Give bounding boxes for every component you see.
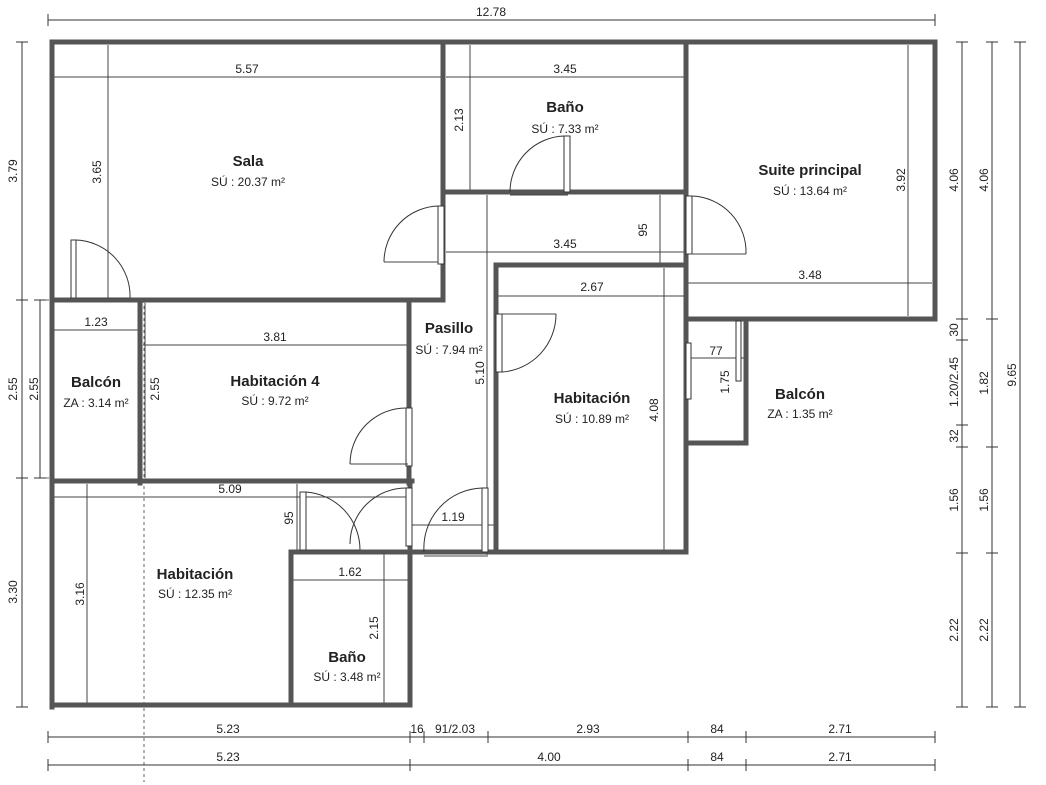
dim-bottom2-d: 2.71 <box>828 750 852 764</box>
room-area-pasillo: SÚ : 7.94 m² <box>415 342 482 357</box>
dim-top-total: 12.78 <box>476 5 506 19</box>
dim-pasillo-95-top: 95 <box>636 223 650 237</box>
dim-bottom1-b: 16 <box>410 722 424 736</box>
dim-right-a-30: 30 <box>947 323 961 337</box>
room-area-habitacion-center: SÚ : 10.89 m² <box>555 411 629 426</box>
dim-left-top: 3.79 <box>6 159 20 183</box>
room-area-balcon-right: ZA : 1.35 m² <box>767 407 832 421</box>
room-area-bano-top: SÚ : 7.33 m² <box>531 121 598 136</box>
dim-right-b-156: 1.56 <box>977 488 991 512</box>
dim-suite-height: 3.92 <box>894 168 908 192</box>
room-area-bano-bottom: SÚ : 3.48 m² <box>313 669 380 684</box>
room-name-bano-top: Baño <box>546 99 584 116</box>
dim-pasillo-top-width: 3.45 <box>553 237 577 251</box>
room-name-habitacion-bottom: Habitación <box>157 566 234 583</box>
dim-bottom2-c: 84 <box>710 750 724 764</box>
dim-bottom1-c: 91/2.03 <box>435 722 475 736</box>
dim-pasillo-door-width: 1.19 <box>441 510 465 524</box>
room-labels: Sala SÚ : 20.37 m² Baño SÚ : 7.33 m² Sui… <box>63 99 861 684</box>
room-name-balcon-right: Balcón <box>775 386 825 403</box>
room-name-habitacion-center: Habitación <box>554 390 631 407</box>
dim-balcon-left-height: 2.55 <box>27 377 41 401</box>
dim-hab4-height: 2.55 <box>148 377 162 401</box>
dim-right-c-total: 9.65 <box>1005 363 1019 387</box>
door-sala-balcony <box>70 239 77 299</box>
dim-suite-width: 3.48 <box>798 268 822 282</box>
external-dimension-lines <box>16 14 1026 771</box>
dim-bottom2-a: 5.23 <box>216 750 240 764</box>
dim-sala-width: 5.57 <box>235 62 259 76</box>
dim-right-b-top: 4.06 <box>977 168 991 192</box>
dim-pasillo-95-bottom: 95 <box>282 511 296 525</box>
dim-bottom1-f: 2.71 <box>828 722 852 736</box>
door-sala-pasillo <box>437 205 445 265</box>
door-bano-bottom <box>405 487 413 547</box>
interior-dimension-lines <box>52 45 932 705</box>
dim-right-a-156: 1.56 <box>947 488 961 512</box>
dim-hab-center-width: 2.67 <box>580 280 604 294</box>
room-area-habitacion-4: SÚ : 9.72 m² <box>241 393 308 408</box>
room-area-habitacion-bottom: SÚ : 12.35 m² <box>158 586 232 601</box>
dim-left-bottom: 3.30 <box>6 580 20 604</box>
dim-right-a-222: 2.22 <box>947 618 961 642</box>
dim-right-b-182: 1.82 <box>977 371 991 395</box>
dim-hab4-width: 3.81 <box>263 330 287 344</box>
dim-hab-bottom-height: 3.16 <box>73 582 87 606</box>
room-name-bano-bottom: Baño <box>328 649 366 666</box>
dim-right-a-32: 32 <box>947 429 961 443</box>
window-balcon-right-inner <box>735 320 742 382</box>
room-area-sala: SÚ : 20.37 m² <box>211 174 285 189</box>
dim-bottom1-e: 84 <box>710 722 724 736</box>
dim-bottom2-b: 4.00 <box>537 750 561 764</box>
room-name-sala: Sala <box>233 153 265 170</box>
room-name-balcon-left: Balcón <box>71 374 121 391</box>
dim-bano-bottom-height: 2.15 <box>367 616 381 640</box>
door-habitacion-center <box>495 313 503 373</box>
dim-bottom1-a: 5.23 <box>216 722 240 736</box>
dim-bottom1-d: 2.93 <box>576 722 600 736</box>
dim-bano-top-width: 3.45 <box>553 62 577 76</box>
dim-right-a-245: 1.20/2.45 <box>947 357 961 407</box>
dim-hab-bottom-width: 5.09 <box>218 482 242 496</box>
walls <box>49 39 938 710</box>
room-name-suite: Suite principal <box>758 162 861 179</box>
door-habitacion-4 <box>405 407 413 467</box>
door-pasillo-bottom <box>481 487 489 553</box>
dimension-labels: 12.78 5.57 3.45 3.45 3.48 2.67 1.23 3.81… <box>6 5 1019 764</box>
room-name-pasillo: Pasillo <box>425 320 473 337</box>
dim-right-a-top: 4.06 <box>947 168 961 192</box>
dim-left-middle: 2.55 <box>6 377 20 401</box>
construction-lines <box>40 299 145 782</box>
room-name-habitacion-4: Habitación 4 <box>230 373 320 390</box>
dim-right-b-222: 2.22 <box>977 618 991 642</box>
dim-sala-height: 3.65 <box>90 160 104 184</box>
dim-bano-top-height: 2.13 <box>452 108 466 132</box>
room-area-balcon-left: ZA : 3.14 m² <box>63 396 128 410</box>
door-habitacion-bottom <box>299 491 307 551</box>
dim-hab-center-height: 4.08 <box>647 398 661 422</box>
dim-balcon-right-width: 77 <box>709 344 723 358</box>
dim-balcon-right-height: 1.75 <box>718 370 732 394</box>
dim-bano-bottom-width: 1.62 <box>338 565 362 579</box>
dim-balcon-left-width: 1.23 <box>84 315 108 329</box>
window-balcon-right <box>685 342 692 400</box>
dim-pasillo-height: 5.10 <box>473 361 487 385</box>
door-bano-top <box>563 135 571 193</box>
room-area-suite: SÚ : 13.64 m² <box>773 183 847 198</box>
doors <box>70 135 747 557</box>
door-suite <box>685 195 693 255</box>
